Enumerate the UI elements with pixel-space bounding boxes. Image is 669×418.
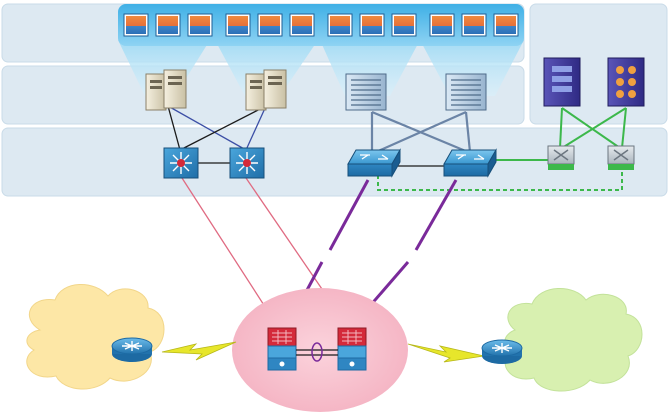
vm-window-icon <box>257 13 283 37</box>
san-switch-1 <box>547 145 575 170</box>
branch-router-right <box>481 339 523 364</box>
storage-array-1 <box>543 57 581 107</box>
wan-bolt-left <box>161 341 237 361</box>
link-storage2-san1 <box>561 107 627 149</box>
vm-bar <box>118 4 524 46</box>
vm-window-icon <box>461 13 487 37</box>
vm-window-icon <box>359 13 385 37</box>
access-switch-2 <box>229 147 265 179</box>
vm-icons <box>123 13 519 37</box>
link-agg1-san2-dashed <box>377 170 623 191</box>
band-switch-row <box>1 127 668 197</box>
vm-window-icon <box>123 13 149 37</box>
wan-links <box>161 341 485 363</box>
vm-window-icon <box>391 13 417 37</box>
vm-window-icon <box>187 13 213 37</box>
link-storage1-san1 <box>559 107 563 149</box>
branch-router-left <box>111 337 153 362</box>
server-1 <box>145 69 187 111</box>
link-agg1-core1-a <box>328 179 370 251</box>
wan-clouds <box>26 283 643 392</box>
link-server1-access2 <box>167 105 247 151</box>
vm-funnel-1 <box>118 40 210 96</box>
link-server1-access1 <box>167 105 181 151</box>
san-switch-2 <box>607 145 635 170</box>
vm-window-icon <box>327 13 353 37</box>
vm-window-icon <box>155 13 181 37</box>
link-storage2-san2 <box>621 107 627 149</box>
wan-bolt-right <box>407 343 485 363</box>
access-switch-1 <box>163 147 199 179</box>
vm-funnel-3 <box>320 40 420 96</box>
cloud-right <box>504 287 643 392</box>
core-interlink <box>296 342 338 362</box>
server-tower-icon <box>145 73 167 111</box>
aggregation-switch-2 <box>443 148 497 178</box>
blade-chassis-2 <box>445 73 487 111</box>
link-storage1-san2 <box>561 107 621 149</box>
switch-icon <box>443 149 497 165</box>
vm-window-icon <box>493 13 519 37</box>
core-firewall-2 <box>337 327 367 371</box>
vm-window-icon <box>429 13 455 37</box>
link-blade2-agg2 <box>464 111 472 153</box>
link-blade2-agg1 <box>375 110 467 154</box>
switch-icon <box>347 149 401 165</box>
blade-chassis-1 <box>345 73 387 111</box>
server-tower-icon <box>245 73 267 111</box>
vm-window-icon <box>225 13 251 37</box>
aggregation-switch-1 <box>347 148 401 178</box>
core-firewall-1 <box>267 327 297 371</box>
vm-window-icon <box>289 13 315 37</box>
cloud-left <box>26 283 165 390</box>
vm-funnel-2 <box>215 40 318 96</box>
link-agg2-core2-a <box>414 179 458 251</box>
link-server2-access1 <box>179 105 267 151</box>
link-server2-access2 <box>245 105 267 151</box>
storage-array-icon <box>607 57 645 107</box>
server-2 <box>245 69 287 111</box>
storage-array-2 <box>607 57 645 107</box>
